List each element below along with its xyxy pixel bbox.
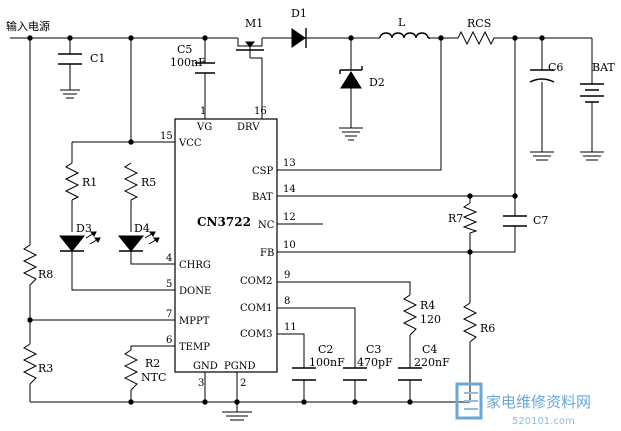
label-c6: C6 [548,61,563,74]
input-power-label: 输入电源 [6,19,50,33]
pin-number-mppt: 7 [166,309,172,320]
label-c4-value: 220nF [414,356,450,369]
pin-number-com2: 9 [284,270,290,281]
pin-label-com2: COM2 [240,276,272,287]
led-d4 [117,231,160,252]
capacitor-c6 [529,69,555,83]
pin-number-pgnd: 2 [240,378,246,389]
resistor-r3 [22,343,38,385]
label-c5-value: 100nF [170,56,206,69]
pin-number-chrg: 4 [166,253,172,264]
resistor-r1 [64,162,80,201]
inductor-l [379,32,430,39]
pin-number-csp: 13 [283,158,296,169]
pin-label-chrg: CHRG [179,260,211,271]
resistor-r6 [462,302,478,343]
label-d2: D2 [369,76,385,89]
ground-symbol-c6 [530,151,554,161]
junction-dots [27,35,545,405]
label-r7: R7 [448,212,463,225]
label-m1: M1 [245,17,263,30]
ic-name: CN3722 [197,215,251,229]
pin-number-vcc: 15 [160,131,173,142]
pin-number-drv: 16 [254,106,267,117]
pin-label-pgnd: PGND [224,361,255,372]
pin-label-gnd: GND [193,361,218,372]
resistor-r5 [123,162,139,201]
capacitor-c5 [195,62,215,74]
resistor-rcs [457,30,496,46]
capacitor-c7 [503,215,527,227]
thermistor-r2 [123,349,139,391]
pin-label-bat: BAT [252,192,273,203]
label-c4: C4 [422,343,437,356]
pin-label-com3: COM3 [240,329,272,340]
pin-label-csp: CSP [252,166,274,177]
label-r6: R6 [480,322,495,335]
pin-number-temp: 6 [166,335,172,346]
label-d4: D4 [134,222,150,235]
label-rcs: RCS [467,17,491,30]
diode-d1 [291,28,307,48]
pin-number-com1: 8 [284,296,290,307]
resistor-r7 [462,202,478,234]
label-c2-value: 100nF [309,356,345,369]
pin-number-vg: 1 [200,106,206,117]
label-d3: D3 [76,222,92,235]
ground-symbol-main [222,411,252,421]
capacitor-c1 [58,53,82,65]
label-r8: R8 [38,268,53,281]
label-c1: C1 [90,52,105,65]
battery-bat [580,83,604,103]
resistor-r4 [402,294,418,336]
label-r5: R5 [141,176,156,189]
pin-label-nc: NC [258,220,275,231]
label-r2: R2 [145,357,160,370]
wiring [10,37,593,412]
capacitor-c2 [292,367,316,381]
ic-body [174,118,278,373]
label-l: L [398,16,406,29]
resistor-r8 [22,244,38,286]
pin-label-mppt: MPPT [179,316,210,327]
label-r3: R3 [38,362,53,375]
label-c3-value: 470pF [357,356,393,369]
watermark-text: 家电维修资料网 [486,393,591,411]
label-c5: C5 [177,43,192,56]
pin-label-vg: VG [196,122,212,133]
label-r4-value: 120 [420,313,441,326]
diode-d2 [339,66,363,89]
label-c3: C3 [366,343,381,356]
pin-number-done: 5 [166,279,172,290]
ground-symbol-d2 [339,127,363,141]
pin-number-nc: 12 [283,212,296,223]
pin-label-temp: TEMP [179,342,210,353]
pin-label-drv: DRV [237,122,260,133]
pin-number-gnd: 3 [198,378,204,389]
label-c2: C2 [318,343,333,356]
watermark: 家电维修资料网 520101.com [455,382,591,427]
capacitor-c3 [343,367,367,381]
label-bat: BAT [592,61,615,74]
watermark-logo-icon [455,382,483,420]
label-r1: R1 [82,176,97,189]
mosfet-m1 [236,38,264,58]
led-d3 [58,231,101,252]
pin-number-bat: 14 [283,184,296,195]
pin-label-com1: COM1 [240,303,272,314]
capacitor-c4 [398,367,422,381]
pin-label-fb: FB [260,248,274,259]
pin-label-vcc: VCC [178,138,202,149]
label-r4: R4 [420,299,435,312]
pin-number-com3: 11 [284,322,297,333]
label-d1: D1 [291,7,307,20]
pin-label-done: DONE [179,286,211,297]
ground-symbol-battery [580,151,604,161]
pin-number-fb: 10 [283,240,296,251]
label-ntc: NTC [141,371,166,384]
watermark-url: 520101.com [512,416,575,427]
ground-symbol-c1 [60,89,80,99]
label-c7: C7 [533,214,548,227]
